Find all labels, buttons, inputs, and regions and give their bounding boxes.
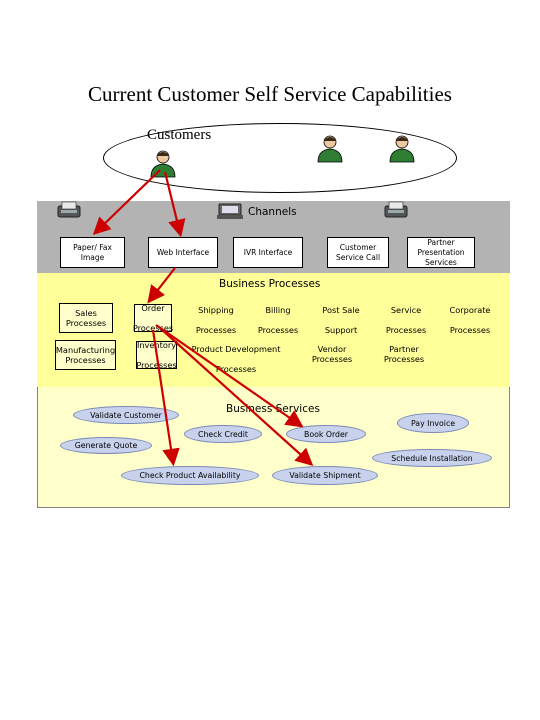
fax-icon — [57, 201, 81, 218]
process-post-sale: Post Sale Support — [322, 305, 360, 335]
process-order: Order Processes — [132, 303, 174, 333]
service-check-credit: Check Credit — [184, 425, 262, 443]
person-icon — [317, 135, 343, 163]
service-validate-customer: Validate Customer — [73, 406, 179, 424]
service-book-order: Book Order — [286, 425, 366, 443]
service-validate-shipment: Validate Shipment — [272, 466, 378, 485]
person-icon — [389, 135, 415, 163]
process-service: Service Processes — [385, 305, 427, 335]
process-inventory: Inventory Processes — [136, 340, 177, 370]
business-services-label: Business Services — [226, 403, 320, 415]
channel-customer-service-call: Customer Service Call — [327, 237, 389, 268]
customers-label: Customers — [147, 127, 212, 143]
channels-label: Channels — [248, 206, 297, 218]
channel-ivr-interface: IVR Interface — [233, 237, 303, 268]
phone-icon — [384, 201, 408, 218]
channel-paper-fax: Paper/ Fax Image — [60, 237, 125, 268]
service-pay-invoice: Pay Invoice — [397, 413, 469, 433]
business-processes-label: Business Processes — [219, 278, 321, 290]
process-product-development: Product Development Processes — [191, 344, 281, 374]
service-schedule-installation: Schedule Installation — [372, 449, 492, 467]
channel-partner-presentation: Partner Presentation Services — [407, 237, 475, 268]
process-partner: Partner Processes — [383, 344, 425, 364]
service-check-product-availability: Check Product Availability — [121, 466, 259, 485]
service-generate-quote: Generate Quote — [60, 437, 152, 454]
process-corporate: Corporate Processes — [449, 305, 491, 335]
process-manufacturing: Manufacturing Processes — [55, 340, 116, 370]
channel-web-interface: Web Interface — [148, 237, 218, 268]
computer-icon — [217, 203, 243, 219]
process-vendor: Vendor Processes — [311, 344, 353, 364]
page-title: Current Customer Self Service Capabiliti… — [88, 82, 452, 106]
customers-ellipse — [103, 123, 457, 193]
person-icon — [150, 150, 176, 178]
process-sales: Sales Processes — [59, 303, 113, 333]
process-shipping: Shipping Processes — [195, 305, 237, 335]
process-billing: Billing Processes — [257, 305, 299, 335]
